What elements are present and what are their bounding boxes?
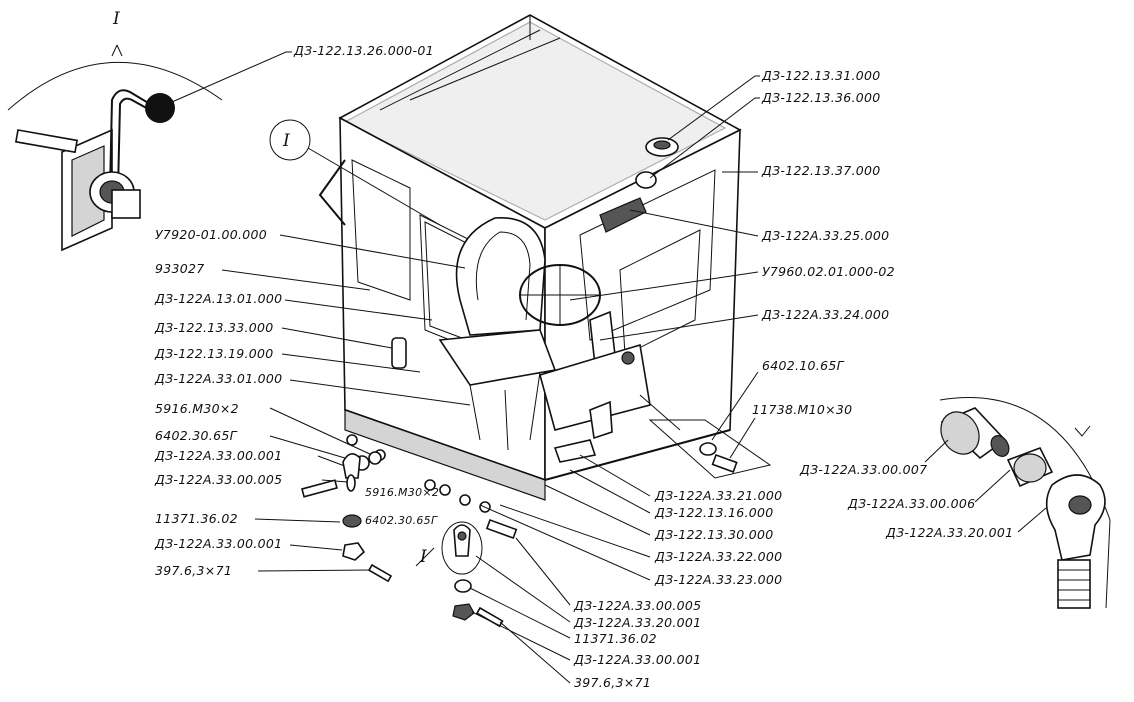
lever-shaft	[14, 129, 79, 154]
label-right-7: 6402.10.65Г	[762, 358, 845, 373]
label-left-8: 6402.30.65Г	[155, 428, 238, 443]
label-bottom-2: ДЗ-122.13.16.000	[654, 505, 774, 520]
bolt-m10	[711, 453, 738, 473]
control-panel	[539, 343, 651, 431]
label-right-2: ДЗ-122.13.36.000	[761, 90, 881, 105]
lever-view-marker: I	[112, 9, 120, 29]
label-right-8: 11738.М10×30	[752, 402, 852, 417]
lever-knob	[145, 93, 175, 123]
label-bottom-3: ДЗ-122.13.30.000	[654, 527, 774, 542]
wiper-motor	[599, 197, 647, 233]
cab-view-callout: I	[269, 119, 441, 226]
left-labels: У7920-01.00.000 933027 ДЗ-122А.13.01.000…	[154, 227, 471, 578]
joint-detail: ДЗ-122А.33.00.007 ДЗ-122А.33.00.006 ДЗ-1…	[799, 397, 1111, 609]
label-bottom-8: 11371.36.02	[574, 631, 657, 646]
washer-bottom	[454, 579, 472, 593]
roof-lamp	[635, 171, 657, 189]
washer-11371	[342, 514, 362, 528]
cab-left-window-rear	[351, 159, 411, 301]
eye-bolt-33-00-005	[342, 453, 361, 479]
label-bottom-6: ДЗ-122А.33.00.005	[573, 598, 701, 613]
label-left-13: 397.6,3×71	[155, 563, 232, 578]
lever-detail-arc	[7, 62, 223, 111]
label-lever-part: ДЗ-122.13.26.000-01	[293, 43, 434, 58]
left-fastener-parts: 5916.М30×2 6402.30.65Г	[301, 451, 439, 583]
label-detail-3: ДЗ-122А.33.20.001	[885, 525, 1013, 540]
fire-extinguisher	[391, 337, 407, 369]
cab-front-window	[579, 169, 716, 341]
label-left-3: ДЗ-122А.13.01.000	[154, 291, 282, 306]
bolt-plate-detail	[639, 394, 772, 479]
label-left-6: ДЗ-122А.33.01.000	[154, 371, 282, 386]
washer-6402-10	[699, 442, 717, 456]
label-left-2: 933027	[155, 261, 205, 276]
label-left-4: ДЗ-122.13.33.000	[154, 320, 274, 335]
cab-floor-base	[344, 409, 546, 501]
cab-front-lower-window	[619, 229, 701, 356]
label-bottom-7: ДЗ-122А.33.20.001	[573, 615, 701, 630]
label-detail-1: ДЗ-122А.33.00.007	[799, 462, 927, 477]
label-bottom-9: ДЗ-122А.33.00.001	[573, 652, 701, 667]
label-left-7: 5916.М30×2	[155, 401, 239, 416]
bolt-33-00-001	[301, 479, 338, 498]
pedal	[553, 439, 597, 463]
bottom-view-marker: I	[419, 547, 427, 567]
cab-handrail	[318, 159, 346, 226]
bottom-labels: ДЗ-122А.33.21.000 ДЗ-122.13.16.000 ДЗ-12…	[469, 454, 782, 690]
label-right-5: У7960.02.01.000-02	[762, 264, 895, 279]
lever-handle	[109, 89, 151, 191]
label-right-4: ДЗ-122А.33.25.000	[761, 228, 889, 243]
label-right-6: ДЗ-122А.33.24.000	[761, 307, 889, 322]
label-bottom-1: ДЗ-122А.33.21.000	[654, 488, 782, 503]
label-detail-2: ДЗ-122А.33.00.006	[847, 496, 975, 511]
nut-33-00-001	[342, 542, 366, 561]
right-labels: ДЗ-122.13.31.000 ДЗ-122.13.36.000 ДЗ-122…	[569, 68, 895, 459]
label-bottom-10: 397.6,3×71	[574, 675, 651, 690]
cab-body	[318, 14, 742, 513]
label-left-5: ДЗ-122.13.19.000	[154, 346, 274, 361]
part-33-20-001	[1045, 474, 1106, 561]
label-right-3: ДЗ-122.13.37.000	[761, 163, 881, 178]
label-left-11: 11371.36.02	[155, 511, 238, 526]
label-left-12: ДЗ-122А.33.00.001	[154, 536, 282, 551]
cotter-pin-397	[367, 563, 393, 583]
bottom-hinge-detail: I	[415, 518, 518, 628]
label-left-9: ДЗ-122А.33.00.001	[154, 448, 282, 463]
cab-callout-marker: I	[282, 131, 290, 151]
lever-detail: I ДЗ-122.13.26.000-01	[7, 9, 434, 252]
bolt-33-00-005	[485, 518, 518, 540]
cotter-pin-bottom	[475, 606, 504, 628]
inline-label-1: 5916.М30×2	[365, 486, 439, 499]
label-bottom-4: ДЗ-122А.33.22.000	[654, 549, 782, 564]
label-left-1: У7920-01.00.000	[155, 227, 267, 242]
nut-bottom	[452, 603, 475, 621]
label-bottom-5: ДЗ-122А.33.23.000	[654, 572, 782, 587]
label-right-1: ДЗ-122.13.31.000	[761, 68, 881, 83]
inline-label-2: 6402.30.65Г	[365, 514, 438, 527]
label-left-10: ДЗ-122А.33.00.005	[154, 472, 282, 487]
